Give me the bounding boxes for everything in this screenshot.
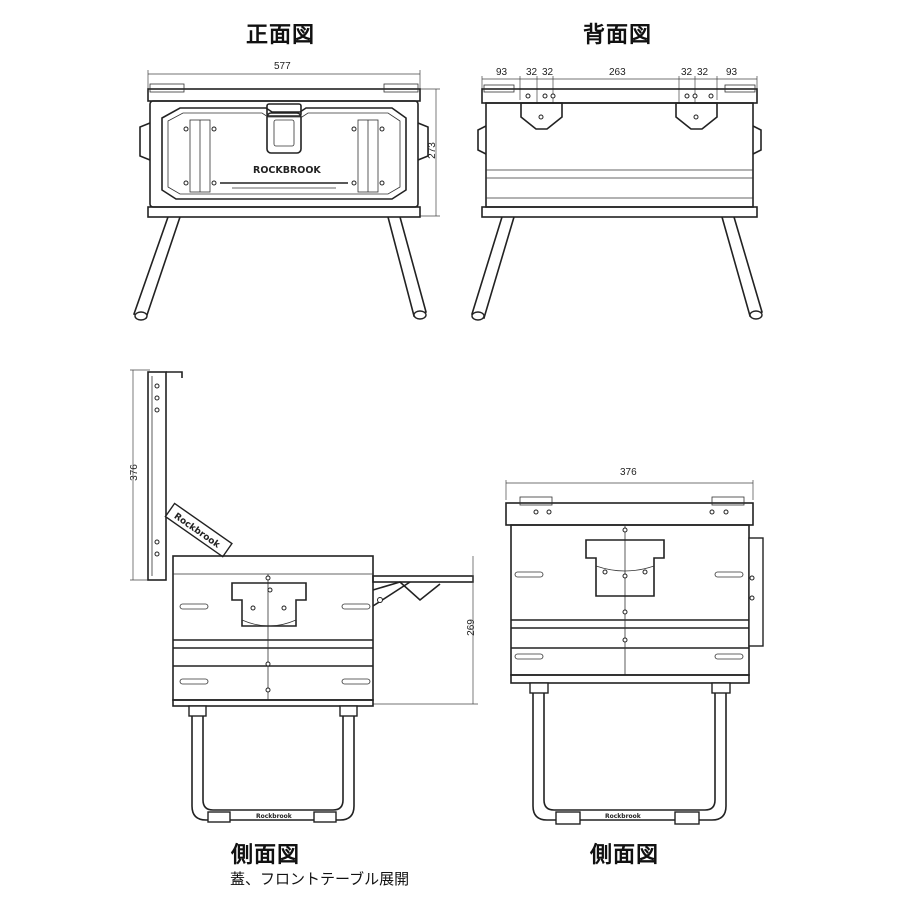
side-view-title: 側面図 bbox=[590, 843, 660, 868]
front-width-dimension: 577 bbox=[274, 61, 291, 72]
back-dim-3: 32 bbox=[542, 67, 554, 78]
back-dim-5: 32 bbox=[681, 67, 693, 78]
side-view-drawing: Rockbrook bbox=[505, 480, 764, 825]
back-dim-2: 32 bbox=[526, 67, 538, 78]
front-brand-logo: ROCKBROOK bbox=[253, 165, 321, 176]
back-dim-1: 93 bbox=[496, 67, 508, 78]
back-dim-6: 32 bbox=[697, 67, 709, 78]
front-view-title: 正面図 bbox=[246, 23, 316, 48]
side-width-dimension: 376 bbox=[620, 467, 637, 478]
back-view-title: 背面図 bbox=[583, 23, 653, 48]
front-view-drawing: ROCKBROOK bbox=[132, 70, 440, 321]
back-dim-7: 93 bbox=[726, 67, 738, 78]
side-stand-logo: Rockbrook bbox=[605, 813, 642, 820]
side-open-view-title: 側面図 bbox=[231, 843, 301, 868]
side-open-view-subtitle: 蓋、フロントテーブル展開 bbox=[230, 870, 410, 888]
side-open-stand-logo: Rockbrook bbox=[256, 813, 293, 820]
side-open-view-drawing: Rockbrook Rockbrook bbox=[130, 369, 478, 823]
back-dim-4: 263 bbox=[609, 67, 626, 78]
back-view-drawing bbox=[471, 76, 763, 321]
